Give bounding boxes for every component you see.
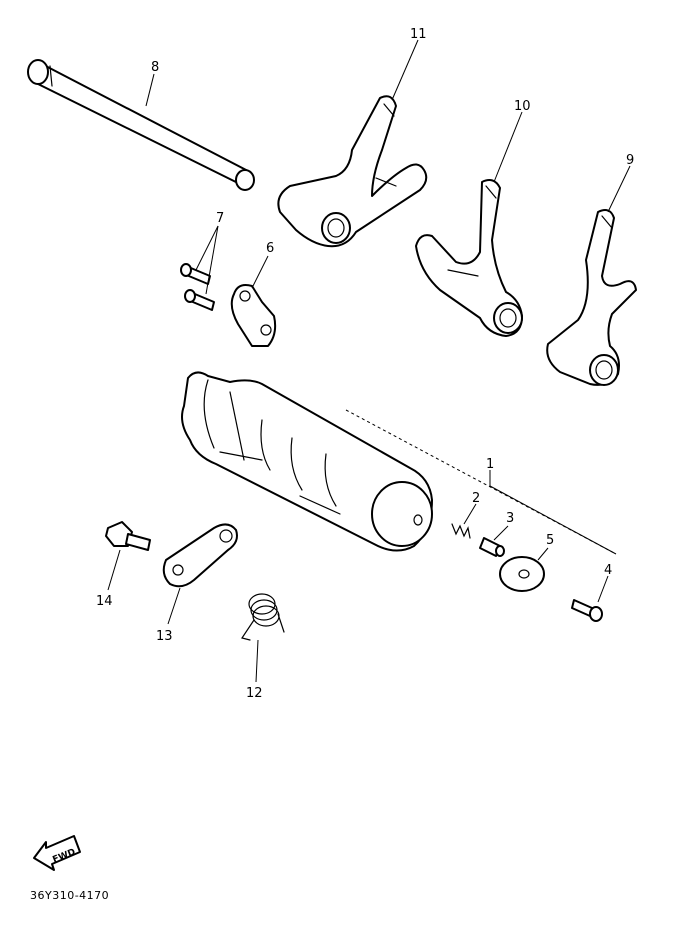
leader-lines (107, 39, 631, 683)
callout-6: 6 (266, 241, 274, 256)
part-14-bolt (105, 521, 151, 551)
part-6-stopper-plate (230, 284, 277, 347)
part-2-spring (451, 523, 471, 539)
part-1-shift-drum (181, 371, 617, 555)
part-5-plate (499, 556, 545, 592)
callout-4: 4 (604, 563, 612, 578)
callout-11: 11 (410, 27, 427, 42)
callout-1: 1 (486, 457, 494, 472)
part-11-shift-fork (277, 95, 428, 248)
callout-12: 12 (246, 686, 263, 701)
callout-9: 9 (626, 153, 634, 168)
part-4-screw (571, 599, 603, 622)
diagram-code: 36Y310-4170 (30, 889, 109, 902)
callout-5: 5 (546, 533, 554, 548)
callout-labels: 1 2 3 4 5 6 7 8 9 10 11 12 13 14 (96, 27, 634, 701)
forward-arrow-icon: FWD (33, 835, 81, 871)
callout-10: 10 (514, 99, 531, 114)
part-10-shift-fork (415, 179, 523, 337)
part-3-pin (479, 537, 505, 557)
callout-13: 13 (156, 629, 173, 644)
part-7-screws (180, 263, 215, 311)
part-13-lever (162, 523, 238, 588)
part-12-torsion-spring (241, 593, 285, 641)
callout-3: 3 (506, 511, 514, 526)
part-9-shift-fork (546, 209, 637, 386)
callout-2: 2 (472, 491, 480, 506)
callout-8: 8 (151, 60, 159, 75)
callout-14: 14 (96, 594, 113, 609)
callout-7: 7 (216, 211, 224, 226)
part-8-guide-bar (27, 59, 255, 191)
